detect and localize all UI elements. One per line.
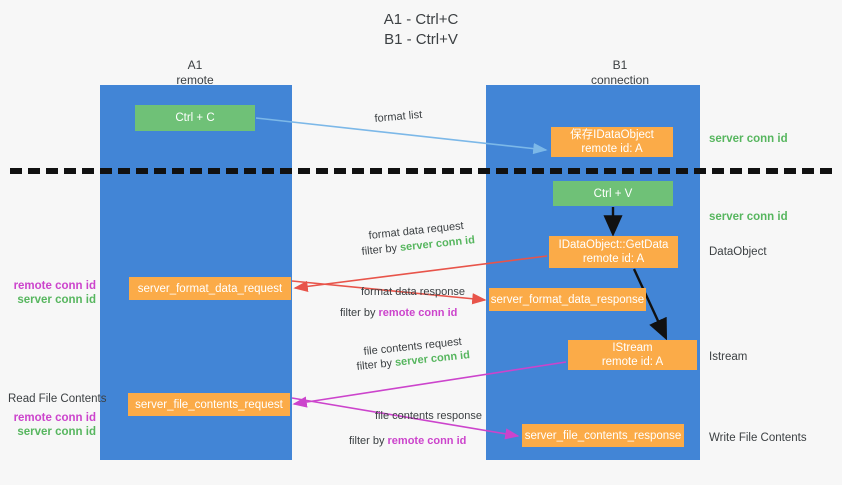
node-server-format-data-response[interactable]: server_format_data_response xyxy=(489,288,646,311)
flow-label-file-contents-response: file contents response xyxy=(375,410,483,422)
annotation-server-conn-id-lower: server conn id xyxy=(17,426,96,438)
column-header-b1: B1 connection xyxy=(530,58,710,88)
node-server-format-data-response-label: server_format_data_response xyxy=(490,293,645,306)
node-idataobject-getdata-line1: IDataObject::GetData xyxy=(558,239,669,251)
node-ctrl-c[interactable]: Ctrl + C xyxy=(135,105,255,131)
node-idataobject-getdata-line2: remote id: A xyxy=(582,253,645,265)
annotation-server-conn-id-mid: server conn id xyxy=(709,211,788,223)
node-istream[interactable]: IStream remote id: A xyxy=(568,340,697,370)
node-istream-line1: IStream xyxy=(612,342,653,354)
node-server-file-contents-request[interactable]: server_file_contents_request xyxy=(128,393,290,416)
node-idataobject-getdata[interactable]: IDataObject::GetData remote id: A xyxy=(549,236,678,268)
annotation-server-conn-id-upper: server conn id xyxy=(17,294,96,306)
node-istream-line2: remote id: A xyxy=(601,356,664,368)
node-ctrl-v[interactable]: Ctrl + V xyxy=(553,181,673,206)
flow-filter-value-remote-conn-id: remote conn id xyxy=(387,435,467,447)
flow-filter-value-remote-conn-id: remote conn id xyxy=(378,307,458,319)
column-a1-name: A1 xyxy=(187,58,203,72)
node-server-file-contents-response-label: server_file_contents_response xyxy=(524,429,682,442)
node-server-file-contents-response[interactable]: server_file_contents_response xyxy=(522,424,684,447)
flow-filter-prefix: filter by xyxy=(340,307,379,319)
page-title: A1 - Ctrl+C B1 - Ctrl+V xyxy=(0,10,842,50)
flow-filter-prefix: filter by xyxy=(349,435,388,447)
node-save-idataobject-line2: remote id: A xyxy=(581,143,643,155)
annotation-write-file-contents: Write File Contents xyxy=(709,432,807,444)
flow-filter-prefix: filter by xyxy=(361,241,401,258)
annotation-dataobject: DataObject xyxy=(709,246,767,258)
annotation-conn-ids-upper: remote conn id server conn id xyxy=(8,279,96,307)
annotation-istream: Istream xyxy=(709,351,748,363)
flow-label-format-list: format list xyxy=(374,108,423,125)
column-b1-name: B1 xyxy=(612,58,628,72)
column-a1-role: remote xyxy=(176,73,214,87)
title-line-2: B1 - Ctrl+V xyxy=(384,31,458,48)
flow-filter-file-contents-response: filter by remote conn id xyxy=(349,434,466,448)
node-ctrl-c-line1: Ctrl + C xyxy=(175,112,215,124)
node-server-format-data-request[interactable]: server_format_data_request xyxy=(129,277,291,300)
phase-divider xyxy=(10,168,832,174)
node-server-format-data-request-label: server_format_data_request xyxy=(137,282,283,295)
node-save-idataobject[interactable]: 保存IDataObject remote id: A xyxy=(551,127,673,157)
column-header-a1: A1 remote xyxy=(115,58,275,88)
annotation-remote-conn-id-lower: remote conn id xyxy=(13,412,96,424)
flow-filter-format-data-response: filter by remote conn id xyxy=(340,306,457,320)
annotation-conn-ids-lower: remote conn id server conn id xyxy=(8,411,96,439)
column-b1-role: connection xyxy=(590,73,650,87)
flow-filter-prefix: filter by xyxy=(356,356,396,373)
node-save-idataobject-line1: 保存IDataObject xyxy=(570,129,654,141)
node-server-file-contents-request-label: server_file_contents_request xyxy=(135,398,283,411)
node-ctrl-v-line1: Ctrl + V xyxy=(593,187,633,200)
title-line-1: A1 - Ctrl+C xyxy=(383,11,459,28)
annotation-remote-conn-id-upper: remote conn id xyxy=(13,280,96,292)
annotation-server-conn-id-top: server conn id xyxy=(709,133,788,145)
flow-label-format-data-response: format data response xyxy=(361,286,465,298)
annotation-read-file-contents: Read File Contents xyxy=(8,393,107,405)
